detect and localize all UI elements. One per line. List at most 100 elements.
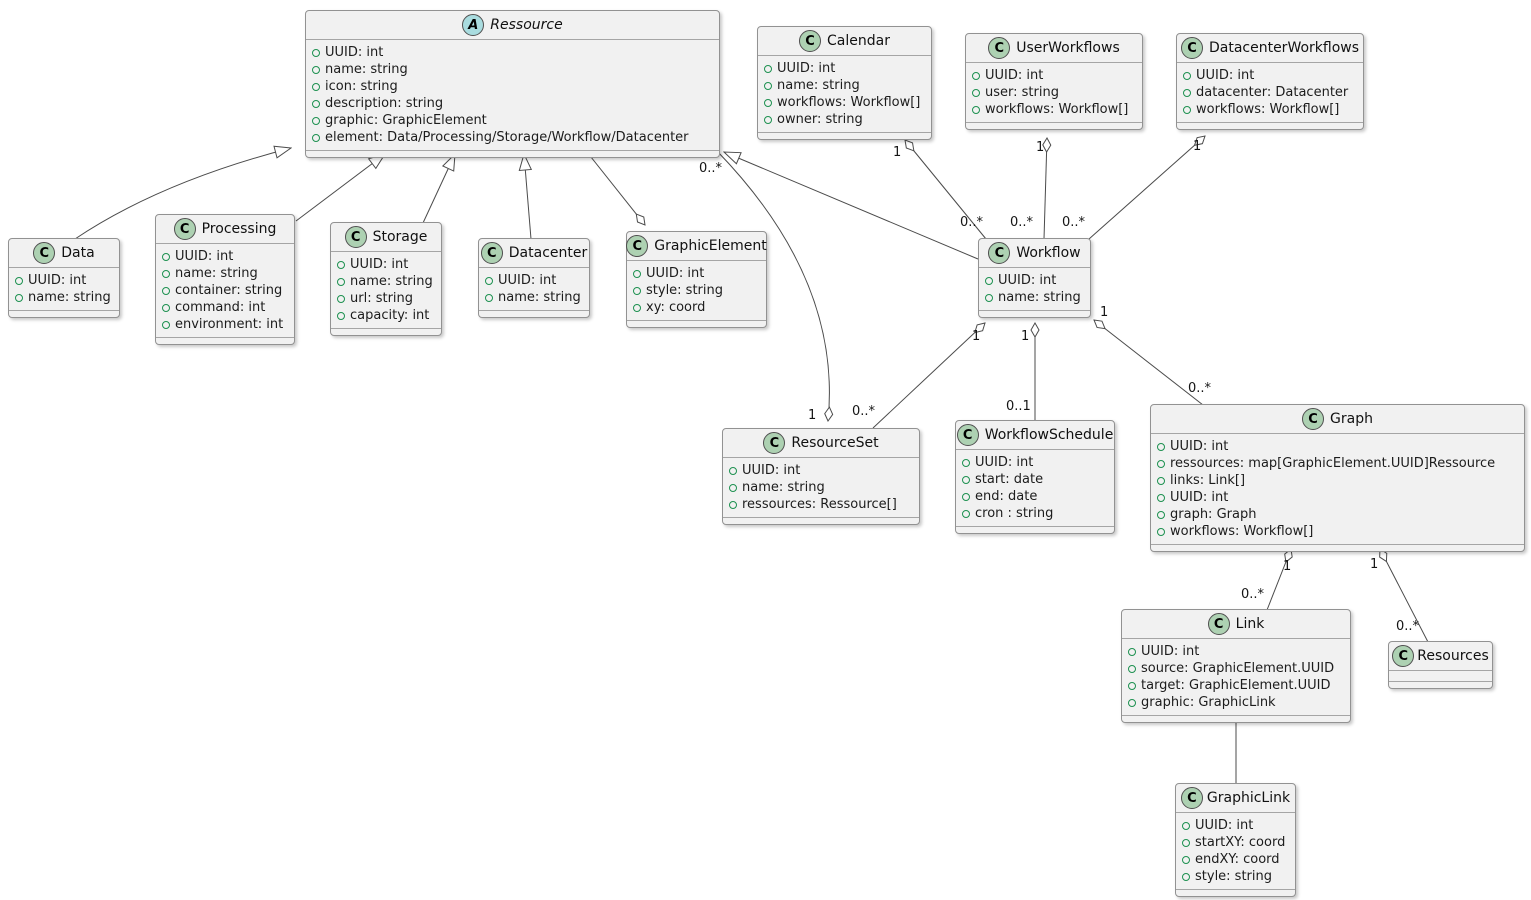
attribute-row: UUID: int (729, 462, 911, 479)
mult-userworkflows-workflow: 0..* (1010, 215, 1034, 230)
field-visibility-icon (764, 115, 772, 124)
edge-graph-workflow (1093, 319, 1204, 406)
class-title: Ressource (490, 17, 563, 33)
edge-workflow-extends-ressource (724, 152, 979, 260)
field-visibility-icon (15, 293, 23, 302)
class-header: C Processing (156, 215, 294, 244)
attribute-row: UUID: int (312, 44, 711, 61)
field-visibility-icon (729, 500, 737, 509)
class-header: C Calendar (758, 27, 931, 56)
class-title: GraphicLink (1206, 790, 1291, 806)
methods-compartment (479, 310, 589, 317)
attribute-row: container: string (162, 282, 286, 299)
methods-compartment (1177, 122, 1363, 129)
mult-resourceset-1: 1 (808, 408, 816, 423)
field-visibility-icon (1182, 838, 1190, 847)
class-icon: C (799, 30, 822, 52)
attribute-row: startXY: coord (1182, 834, 1287, 851)
field-visibility-icon (729, 483, 737, 492)
attribute-row: style: string (1182, 868, 1287, 885)
field-visibility-icon (162, 303, 170, 312)
class-data: C Data UUID: int name: string (8, 238, 120, 318)
class-icon: C (1180, 787, 1203, 809)
methods-compartment (723, 517, 919, 524)
field-visibility-icon (337, 260, 345, 269)
field-visibility-icon (633, 269, 641, 278)
class-title: DatacenterWorkflows (1208, 40, 1360, 56)
attribute-row: workflows: Workflow[] (1183, 101, 1355, 118)
class-title: Calendar (827, 33, 890, 49)
field-visibility-icon (633, 303, 641, 312)
attribute-row: UUID: int (1128, 643, 1342, 660)
class-icon: C (173, 218, 196, 240)
methods-compartment (758, 132, 931, 139)
class-storage: C Storage UUID: int name: string url: st… (330, 222, 442, 336)
mult-calendar-workflow: 0..* (960, 215, 984, 230)
class-header: C Link (1122, 610, 1350, 639)
edge-resourceset-workflow (872, 322, 986, 429)
field-visibility-icon (485, 293, 493, 302)
field-visibility-icon (1182, 855, 1190, 864)
field-visibility-icon (972, 105, 980, 114)
attribute-row: description: string (312, 95, 711, 112)
methods-compartment (1389, 681, 1492, 688)
attribute-row: start: date (962, 471, 1106, 488)
class-link: C Link UUID: int source: GraphicElement.… (1121, 609, 1351, 723)
field-visibility-icon (1157, 442, 1165, 451)
attribute-row: xy: coord (633, 299, 758, 316)
field-visibility-icon (312, 48, 320, 57)
field-visibility-icon (337, 277, 345, 286)
class-icon: C (1302, 408, 1325, 430)
class-graphiclink: C GraphicLink UUID: int startXY: coord e… (1175, 783, 1296, 897)
class-icon: C (956, 424, 979, 446)
class-datacenter: C Datacenter UUID: int name: string (478, 238, 590, 318)
mult-workflow-resourceset: 0..* (852, 404, 876, 419)
class-icon: C (1180, 37, 1203, 59)
attribute-row: UUID: int (1183, 67, 1355, 84)
field-visibility-icon (764, 64, 772, 73)
class-calendar: C Calendar UUID: int name: string workfl… (757, 26, 932, 140)
class-header: C ResourceSet (723, 429, 919, 458)
attribute-row: ressources: map[GraphicElement.UUID]Ress… (1157, 455, 1516, 472)
attribute-row: UUID: int (337, 256, 433, 273)
field-visibility-icon (962, 475, 970, 484)
class-workflow: C Workflow UUID: int name: string (978, 238, 1091, 318)
attribute-row: datacenter: Datacenter (1183, 84, 1355, 101)
class-header: C Graph (1151, 405, 1524, 434)
class-datacenterworkflows: C DatacenterWorkflows UUID: int datacent… (1176, 33, 1364, 130)
attribute-row: owner: string (764, 111, 923, 128)
field-visibility-icon (1157, 510, 1165, 519)
attribute-row: name: string (15, 289, 111, 306)
class-workflowschedule: C WorkflowSchedule UUID: int start: date… (955, 420, 1115, 534)
class-title: Resources (1417, 648, 1489, 664)
field-visibility-icon (312, 133, 320, 142)
attribute-row: name: string (764, 77, 923, 94)
attribute-row: workflows: Workflow[] (764, 94, 923, 111)
attribute-row: workflows: Workflow[] (1157, 523, 1516, 540)
attribute-row: name: string (985, 289, 1082, 306)
field-visibility-icon (162, 269, 170, 278)
attribute-row: name: string (337, 273, 433, 290)
field-visibility-icon (15, 276, 23, 285)
attribute-row: capacity: int (337, 307, 433, 324)
class-header: A Ressource (306, 11, 719, 40)
field-visibility-icon (1128, 698, 1136, 707)
edge-workflow-datacenterworkflows (1088, 135, 1206, 240)
attribute-row: UUID: int (764, 60, 923, 77)
class-processing: C Processing UUID: int name: string cont… (155, 214, 295, 345)
class-graphicelement: C GraphicElement UUID: int style: string… (626, 231, 767, 328)
class-icon: C (988, 37, 1011, 59)
class-ressource: A Ressource UUID: int name: string icon:… (305, 10, 720, 158)
attribute-row: UUID: int (1157, 438, 1516, 455)
attribute-row: element: Data/Processing/Storage/Workflo… (312, 129, 711, 146)
edge-datacenter-extends-ressource (524, 154, 531, 240)
field-visibility-icon (985, 276, 993, 285)
field-visibility-icon (1182, 821, 1190, 830)
class-icon: C (33, 242, 56, 264)
attribute-row: end: date (962, 488, 1106, 505)
field-visibility-icon (312, 116, 320, 125)
attribute-row: environment: int (162, 316, 286, 333)
field-visibility-icon (162, 286, 170, 295)
attribute-row: name: string (729, 479, 911, 496)
attribute-row: workflows: Workflow[] (972, 101, 1134, 118)
